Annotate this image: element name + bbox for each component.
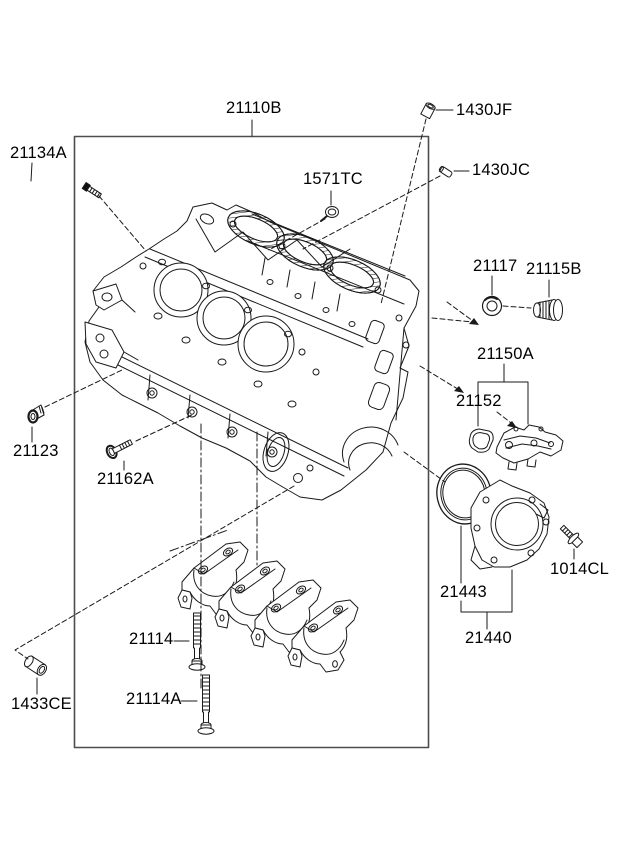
part-icon-21117 bbox=[481, 295, 503, 317]
leader-lines-solid bbox=[30, 109, 575, 702]
part-icon-21114 bbox=[188, 612, 206, 671]
part-icon-21114A bbox=[197, 674, 215, 735]
part-label-1430JF: 1430JF bbox=[456, 101, 513, 119]
part-label-1014CL: 1014CL bbox=[550, 560, 609, 578]
frame-border bbox=[73, 135, 430, 749]
part-label-21162A: 21162A bbox=[97, 470, 154, 488]
part-label-21152: 21152 bbox=[456, 392, 502, 410]
part-label-21440: 21440 bbox=[465, 629, 512, 647]
part-label-21114A: 21114A bbox=[126, 690, 182, 708]
bearing-caps bbox=[177, 541, 359, 673]
leader-arrowheads bbox=[454, 318, 517, 428]
part-label-21123: 21123 bbox=[13, 442, 59, 460]
part-icon-21123 bbox=[27, 404, 45, 424]
part-icon-21134A bbox=[81, 182, 102, 199]
part-label-21110B: 21110B bbox=[226, 99, 282, 117]
part-icon-1571TC bbox=[320, 206, 339, 222]
part-label-1571TC: 1571TC bbox=[303, 170, 363, 188]
leader-lines-dashed bbox=[14, 118, 532, 660]
part-label-21150A: 21150A bbox=[477, 345, 534, 363]
part-icon-21162A bbox=[105, 439, 133, 460]
cylinder-block-drawing bbox=[84, 202, 420, 501]
part-label-21117: 21117 bbox=[473, 257, 518, 275]
part-icon-1430JC bbox=[438, 165, 453, 178]
part-icon-1433CE bbox=[23, 655, 48, 676]
part-label-1433CE: 1433CE bbox=[11, 695, 72, 713]
part-label-1430JC: 1430JC bbox=[472, 161, 531, 179]
part-label-21134A: 21134A bbox=[10, 144, 67, 162]
part-icon-1014CL bbox=[559, 524, 584, 549]
center-lines bbox=[169, 423, 258, 689]
part-icon-1430JF bbox=[420, 102, 436, 120]
part-icon-21440-case bbox=[470, 479, 550, 570]
part-label-21115B: 21115B bbox=[526, 260, 582, 278]
part-label-21114: 21114 bbox=[129, 630, 174, 648]
part-icon-21152 bbox=[468, 428, 494, 453]
part-icon-21115B bbox=[533, 299, 563, 321]
part-label-21443: 21443 bbox=[440, 583, 487, 601]
part-icon-21150A-bracket bbox=[495, 424, 564, 471]
